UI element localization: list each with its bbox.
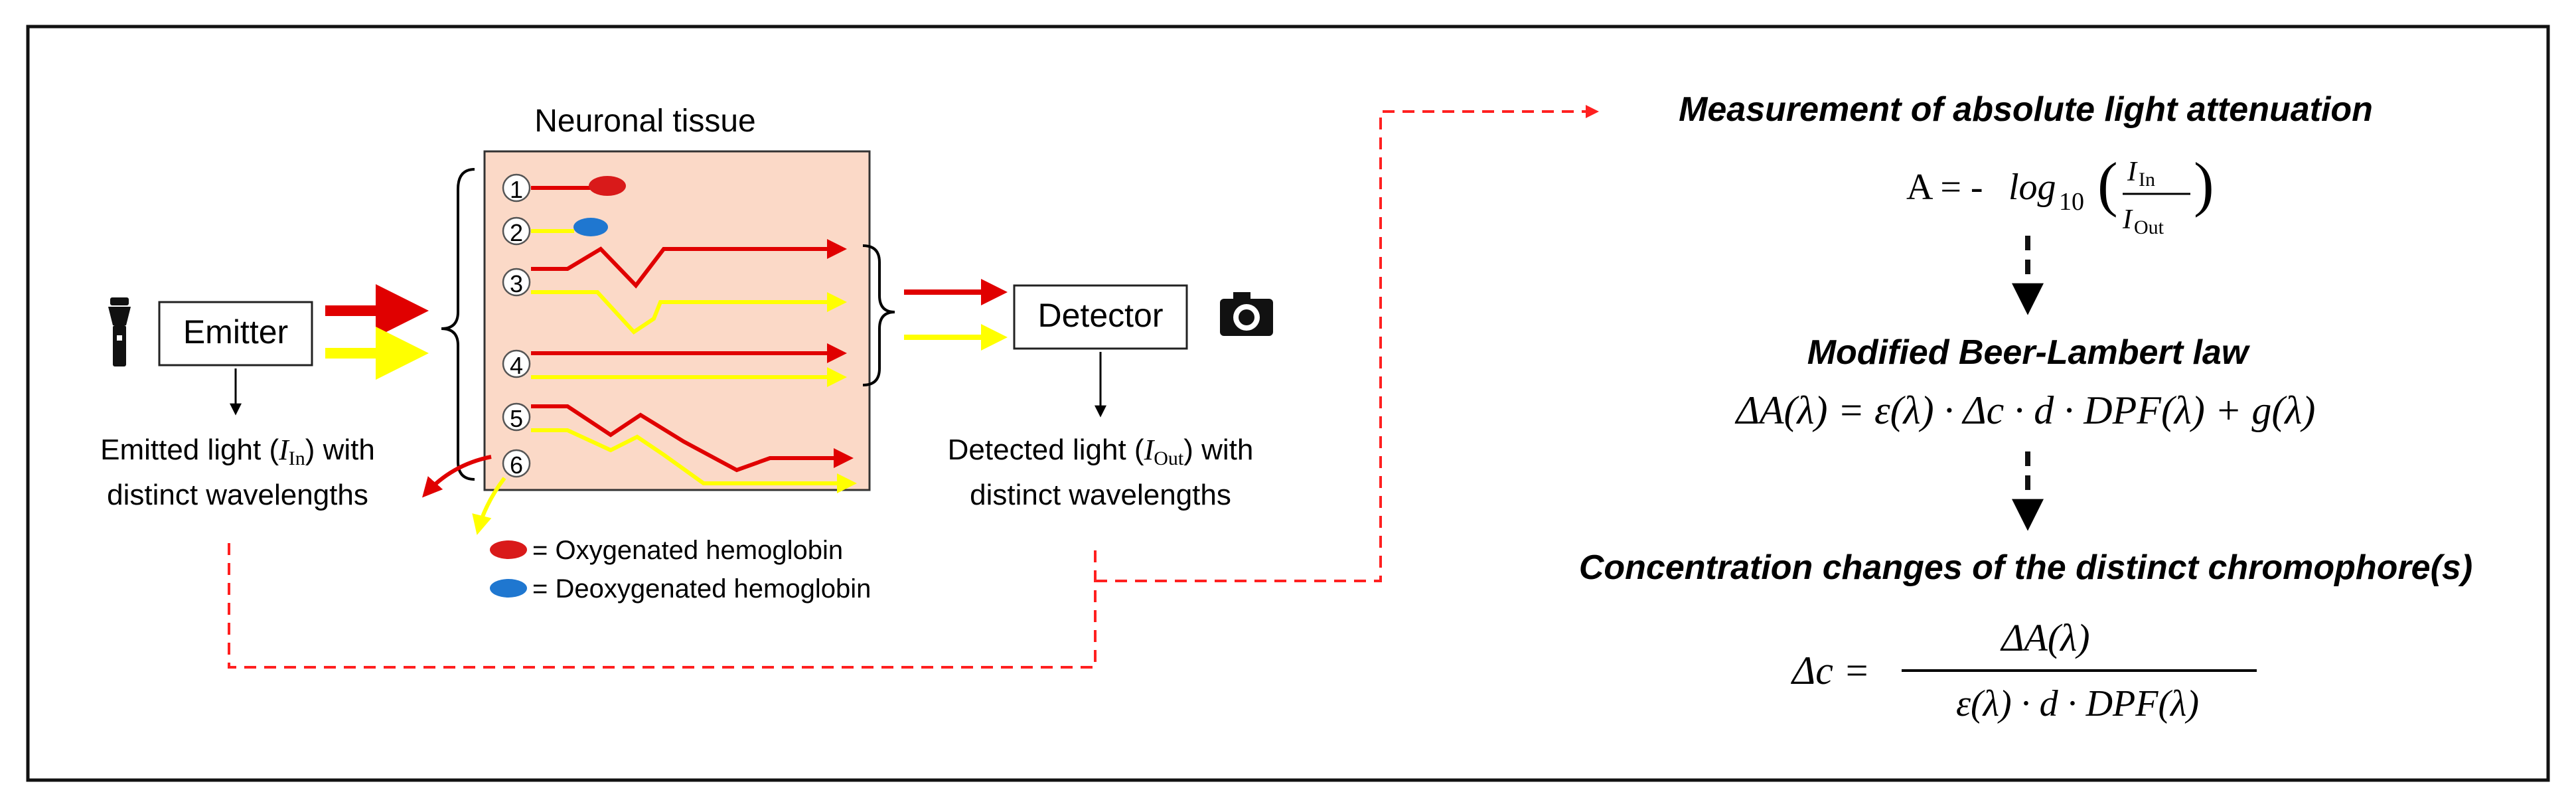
svg-text:): ) — [2194, 150, 2214, 218]
path-number-6: 6 — [502, 449, 531, 479]
detector-box — [1013, 284, 1188, 350]
step3-title: Concentration changes of the distinct ch… — [1579, 548, 2472, 587]
svg-text:2: 2 — [510, 219, 523, 246]
step2-title: Modified Beer-Lambert law — [1807, 333, 2251, 372]
path-3-red-line — [531, 239, 847, 289]
svg-text:6: 6 — [510, 451, 523, 479]
attenuation-equation: A = - log 10 ( I In I Out ) — [1906, 150, 2214, 238]
detector-caption-line1: Detected light (IOut) with — [948, 434, 1254, 469]
legend-deoxy-label: = Deoxygenated hemoglobin — [532, 574, 871, 604]
neuronal-tissue-block — [483, 150, 871, 491]
figure-frame — [26, 25, 2550, 782]
deoxy-hemoglobin-marker — [573, 218, 608, 236]
concentration-equation: Δc = ΔA(λ) ε(λ) · d · DPF(λ) — [1791, 616, 2257, 724]
detector-label: Detector — [1038, 297, 1164, 334]
dashed-connector-bottom — [228, 543, 1097, 669]
path-number-1: 1 — [502, 173, 531, 203]
path-5-yellow-line — [531, 428, 857, 493]
emitter-box — [158, 301, 313, 366]
svg-text:4: 4 — [510, 352, 523, 379]
svg-text:ΔA(λ): ΔA(λ) — [2000, 616, 2089, 659]
svg-text:I: I — [2122, 204, 2133, 235]
emitter-caption-line2: distinct wavelengths — [107, 479, 368, 511]
path-3-yellow-line — [531, 290, 847, 335]
svg-text:(: ( — [2097, 150, 2118, 218]
svg-text:10: 10 — [2059, 188, 2084, 216]
legend-oxy-swatch — [490, 540, 527, 559]
path-6-red-scatter — [422, 455, 492, 498]
legend-oxy-label: = Oxygenated hemoglobin — [532, 536, 843, 565]
tissue-output-brace — [862, 244, 895, 386]
svg-text:Δc =: Δc = — [1791, 649, 1870, 692]
emitter-caption-line1: Emitted light (IIn) with — [100, 434, 375, 469]
path-number-5: 5 — [502, 402, 531, 432]
svg-text:log: log — [2008, 167, 2056, 208]
beer-lambert-equation: ΔA(λ) = ε(λ) · Δc · d · DPF(λ) + g(λ) — [1735, 388, 2316, 432]
legend-deoxy-swatch — [490, 579, 527, 598]
oxy-hemoglobin-marker — [589, 176, 626, 196]
flashlight-icon — [108, 297, 131, 366]
path-number-4: 4 — [502, 349, 531, 379]
path-6-yellow-scatter — [472, 477, 506, 535]
path-number-3: 3 — [502, 268, 531, 297]
svg-text:1: 1 — [510, 176, 523, 203]
path-number-2: 2 — [502, 216, 531, 246]
svg-text:3: 3 — [510, 270, 523, 297]
step1-title: Measurement of absolute light attenuatio… — [1679, 90, 2373, 129]
detector-caption-line2: distinct wavelengths — [970, 479, 1231, 511]
dashed-connector-to-steps — [1095, 105, 1599, 582]
path-5-red-line — [531, 404, 854, 473]
svg-text:In: In — [2139, 169, 2155, 191]
tissue-title: Neuronal tissue — [534, 104, 756, 139]
svg-text:I: I — [2127, 157, 2138, 187]
svg-text:5: 5 — [510, 405, 523, 432]
svg-text:Out: Out — [2134, 216, 2164, 238]
svg-text:ε(λ) · d · DPF(λ): ε(λ) · d · DPF(λ) — [1956, 683, 2199, 724]
emitter-label: Emitter — [183, 313, 288, 351]
svg-text:A = -: A = - — [1906, 167, 1983, 208]
camera-icon — [1220, 292, 1273, 336]
